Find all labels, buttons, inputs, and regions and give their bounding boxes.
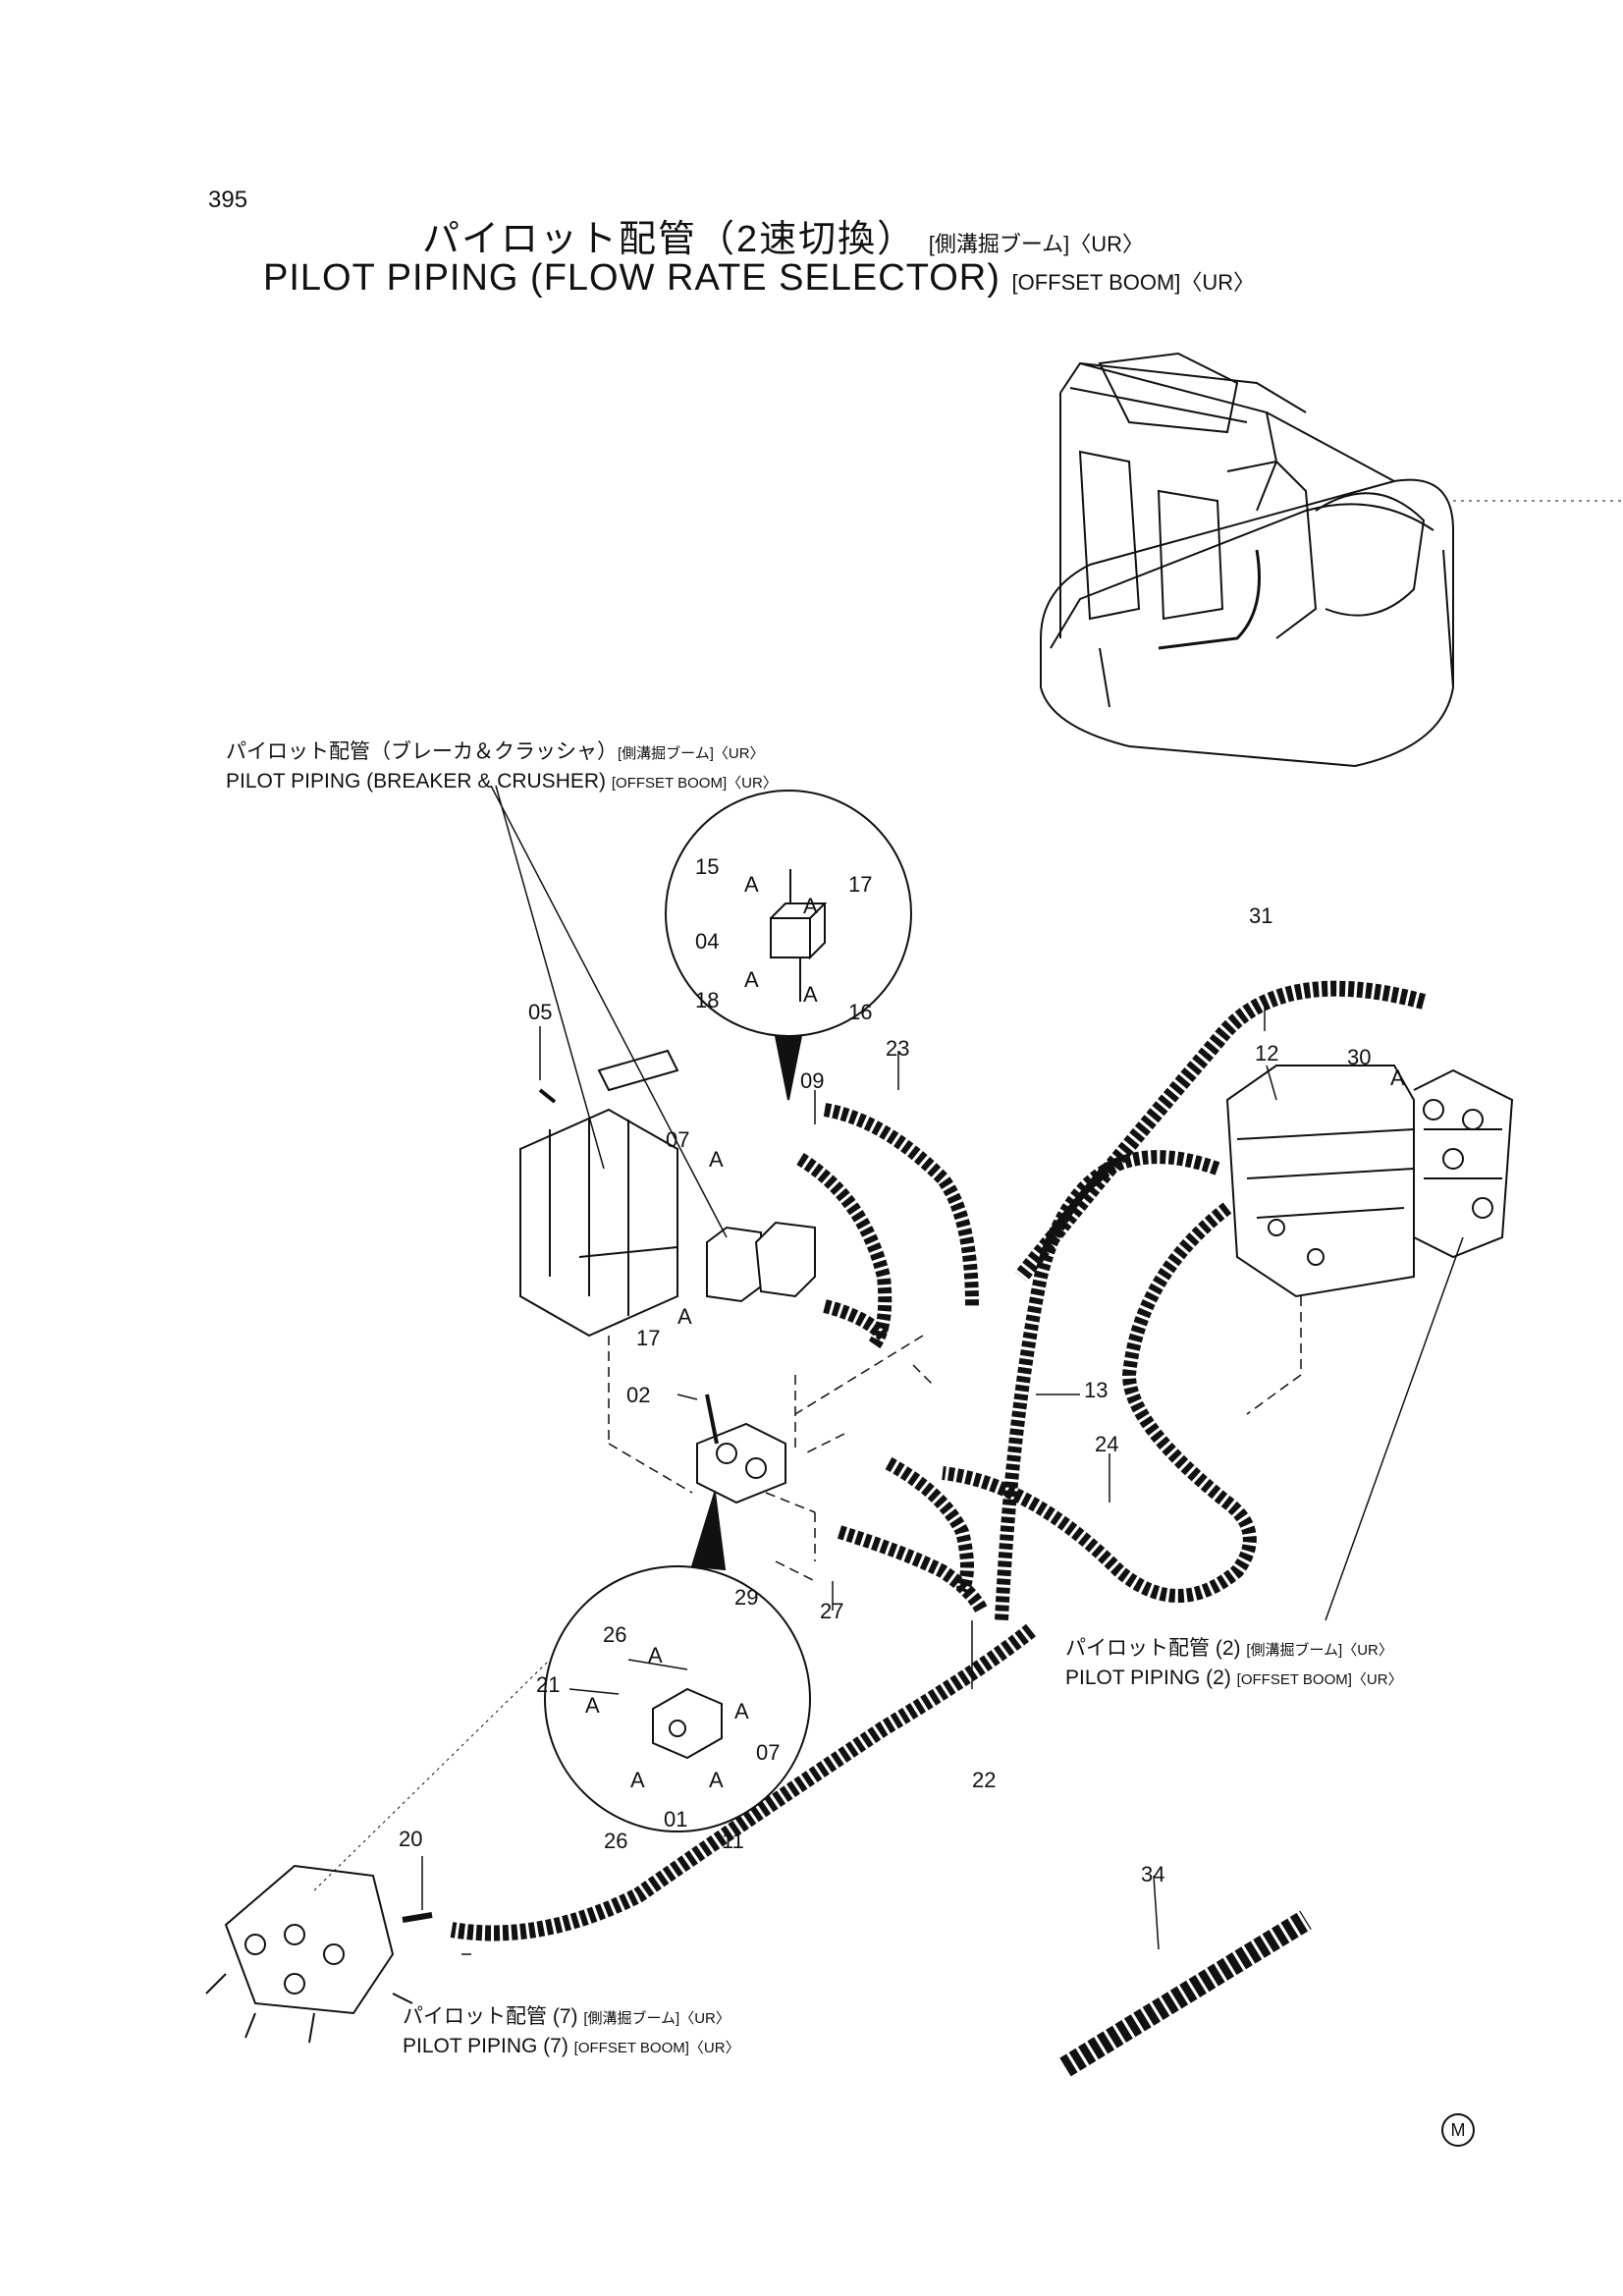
callout-27: 27 xyxy=(820,1599,844,1623)
ref-jp-sub: [側溝掘ブーム]〈UR〉 xyxy=(583,2010,730,2027)
callout-17: 17 xyxy=(636,1326,661,1350)
callout-04: 04 xyxy=(695,929,720,954)
callout-a: A xyxy=(709,1768,724,1792)
callout-a: A xyxy=(630,1768,645,1792)
callout-a: A xyxy=(744,872,759,897)
callout-34: 34 xyxy=(1141,1862,1165,1886)
callout-30: 30 xyxy=(1347,1045,1372,1069)
callout-a: A xyxy=(648,1643,663,1667)
title-jp-sub: [側溝掘ブーム]〈UR〉 xyxy=(928,232,1145,256)
page-title-jp: パイロット配管（2速切換） [側溝掘ブーム]〈UR〉 xyxy=(422,208,1144,262)
callout-a: A xyxy=(744,967,759,992)
reference-pilot-piping-7: パイロット配管 (7) [側溝掘ブーム]〈UR〉 PILOT PIPING (7… xyxy=(403,2003,740,2062)
callout-21: 21 xyxy=(536,1672,561,1697)
detail-circle-manifold xyxy=(544,1565,811,1832)
ref-en: PILOT PIPING (7) xyxy=(403,2035,568,2057)
callout-24: 24 xyxy=(1095,1432,1119,1456)
hose-31 xyxy=(1014,980,1427,1282)
callout-18: 18 xyxy=(695,988,720,1012)
callout-02: 02 xyxy=(626,1383,651,1407)
callout-07: 07 xyxy=(666,1127,690,1152)
callout-23: 23 xyxy=(886,1036,910,1061)
callout-17: 17 xyxy=(848,872,873,897)
ref-jp: パイロット配管 (7) xyxy=(403,2005,578,2028)
callout-a: A xyxy=(677,1304,692,1329)
hose-22 xyxy=(450,1623,1036,1941)
pilot-valve-bank xyxy=(205,1864,413,2044)
control-valve-assembly xyxy=(1225,1065,1514,1298)
reference-breaker-crusher: パイロット配管（ブレーカ＆クラッシャ）[側溝掘ブーム]〈UR〉 PILOT PI… xyxy=(226,738,778,797)
callout-a: A xyxy=(803,894,818,918)
ref-en-sub: [OFFSET BOOM]〈UR〉 xyxy=(573,2040,740,2056)
callout-05: 05 xyxy=(528,1000,553,1024)
title-jp-main: パイロット配管（2速切換） xyxy=(422,219,917,260)
ref-en-sub: [OFFSET BOOM]〈UR〉 xyxy=(1236,1671,1403,1688)
callout-07: 07 xyxy=(756,1740,781,1765)
revision-mark: M xyxy=(1441,2113,1475,2147)
callout-a: A xyxy=(803,982,818,1007)
callout-a: A xyxy=(1390,1066,1405,1090)
callout-16: 16 xyxy=(848,1000,873,1024)
callout-11: 11 xyxy=(722,1829,744,1853)
ref-en-sub: [OFFSET BOOM]〈UR〉 xyxy=(611,775,778,792)
ref-jp-sub: [側溝掘ブーム]〈UR〉 xyxy=(1246,1642,1393,1659)
callout-26: 26 xyxy=(603,1622,627,1647)
callout-20: 20 xyxy=(399,1827,423,1851)
callout-13: 13 xyxy=(1084,1378,1109,1402)
callout-a: A xyxy=(709,1147,724,1172)
callout-01: 01 xyxy=(664,1807,688,1831)
callout-26: 26 xyxy=(604,1829,628,1853)
ref-en: PILOT PIPING (2) xyxy=(1065,1667,1231,1689)
callout-22: 22 xyxy=(972,1768,997,1792)
ref-jp: パイロット配管 (2) xyxy=(1065,1637,1241,1660)
callout-31: 31 xyxy=(1249,903,1273,928)
ref-jp-sub: [側溝掘ブーム]〈UR〉 xyxy=(618,745,765,762)
callout-09: 09 xyxy=(800,1068,825,1093)
callout-a: A xyxy=(585,1693,600,1718)
callout-15: 15 xyxy=(695,854,720,879)
title-en-main: PILOT PIPING (FLOW RATE SELECTOR) xyxy=(263,257,1001,299)
ref-jp: パイロット配管（ブレーカ＆クラッシャ） xyxy=(226,740,618,763)
title-en-sub: [OFFSET BOOM]〈UR〉 xyxy=(1011,270,1256,295)
hose-34 xyxy=(1059,1910,1312,2077)
callout-a: A xyxy=(734,1699,749,1723)
callout-29: 29 xyxy=(734,1585,759,1610)
reference-pilot-piping-2: パイロット配管 (2) [側溝掘ブーム]〈UR〉 PILOT PIPING (2… xyxy=(1065,1635,1403,1694)
callout-12: 12 xyxy=(1255,1041,1279,1066)
page-title-en: PILOT PIPING (FLOW RATE SELECTOR) [OFFSE… xyxy=(263,257,1255,300)
page-number: 395 xyxy=(208,187,248,213)
bracket-assembly xyxy=(519,1049,679,1338)
excavator-upper-structure xyxy=(1040,352,1623,768)
ref-en: PILOT PIPING (BREAKER & CRUSHER) xyxy=(226,770,607,793)
